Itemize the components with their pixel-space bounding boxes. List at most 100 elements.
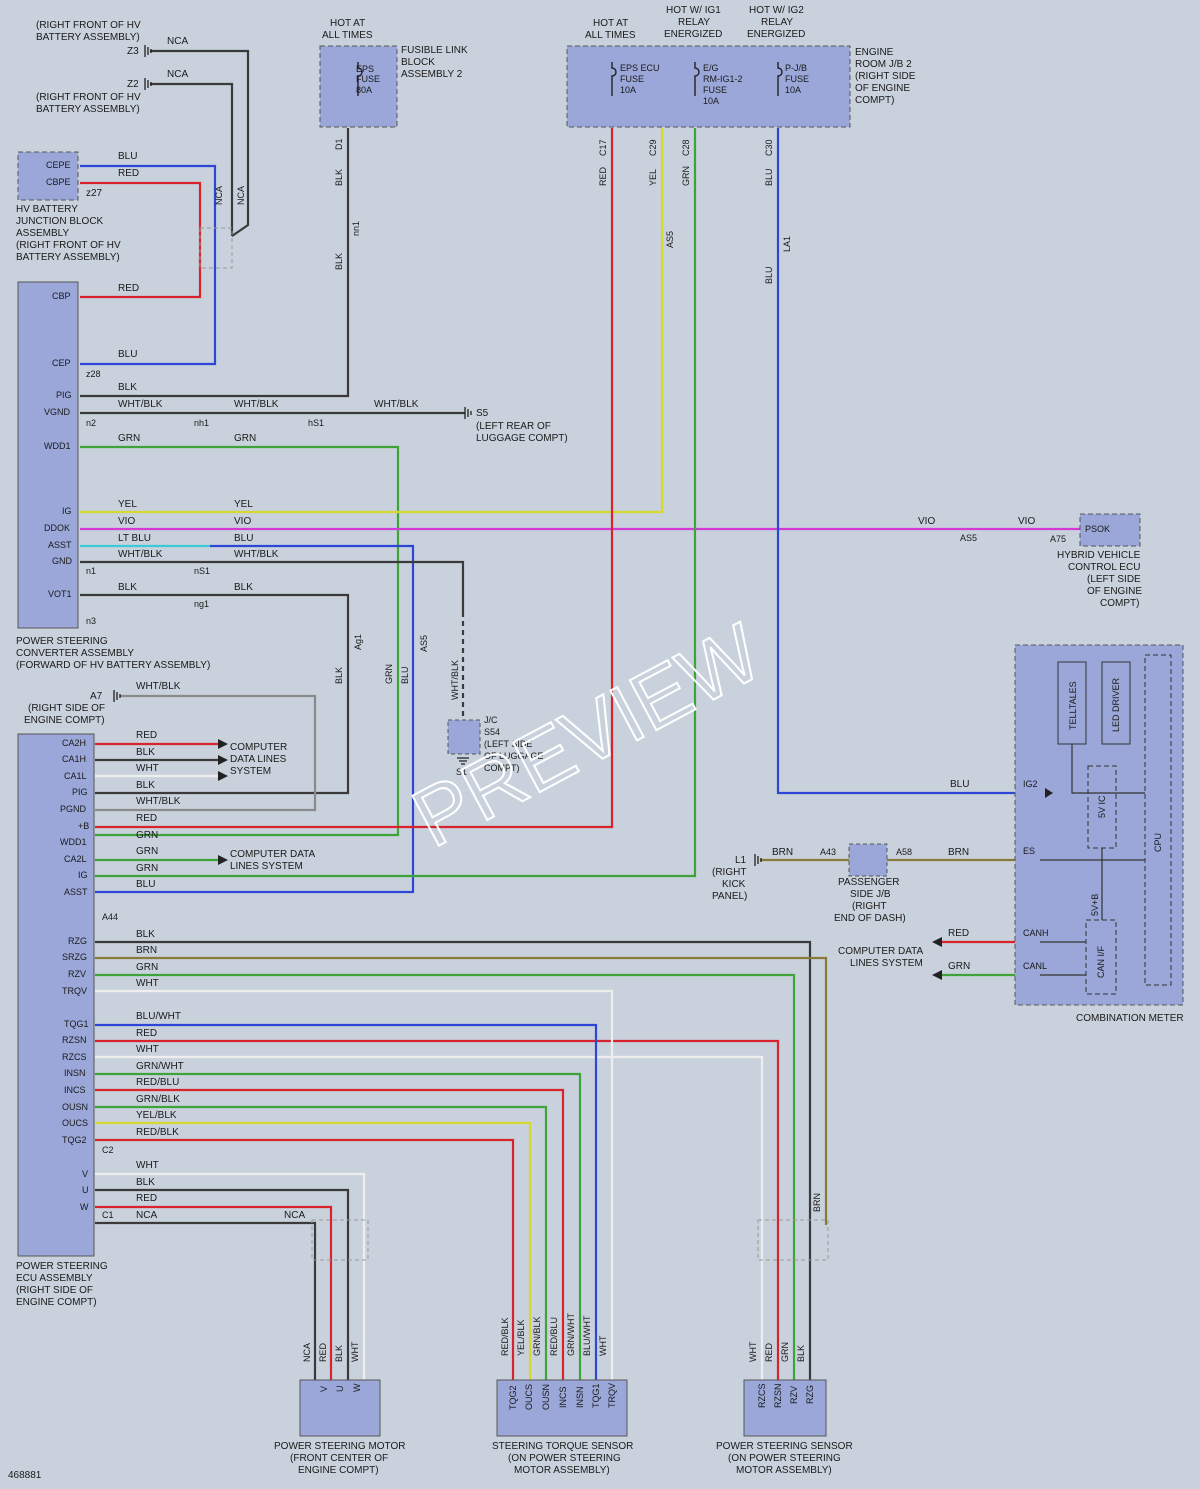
- pjb-2: SIDE J/B: [850, 889, 891, 900]
- fl-pin: D1: [334, 138, 344, 150]
- arrows: [218, 739, 1053, 980]
- conn-as5-a: AS5: [665, 231, 675, 248]
- jb-name-4: OF ENGINE: [855, 83, 910, 94]
- arrow-ca1l: [218, 771, 228, 781]
- meter-5vb: 5V+B: [1090, 894, 1100, 916]
- conn-la1: LA1: [782, 236, 792, 252]
- shield-group-2: [311, 1219, 369, 1261]
- jb-pin-c28: C28: [681, 139, 691, 156]
- wire-nca-z3: [150, 49, 250, 237]
- ts-name-1: STEERING TORQUE SENSOR: [492, 1441, 633, 1452]
- conn-as5-c: AS5: [419, 635, 429, 652]
- meter-canif: CAN I/F: [1096, 945, 1106, 978]
- fl-name-2: BLOCK: [401, 57, 435, 68]
- w-brn-1: BRN: [772, 847, 793, 858]
- w-blk-v1: BLK: [334, 169, 344, 186]
- ecu-ca1l: CA1L: [64, 771, 87, 781]
- ew-blk-3: BLK: [136, 929, 155, 940]
- jc-2: S54: [484, 727, 500, 737]
- ecu-u: U: [82, 1185, 89, 1195]
- jb-hot3-1: HOT W/ IG2: [749, 5, 804, 16]
- jb-hot2-1: HOT W/ IG1: [666, 5, 721, 16]
- w-blk-v3: BLK: [334, 667, 344, 684]
- cdl3-1: COMPUTER DATA: [838, 946, 924, 957]
- ecu-b: +B: [78, 821, 89, 831]
- can-if-block: [1085, 919, 1117, 995]
- jb-f1-1: EPS ECU: [620, 63, 660, 73]
- meter-canl: CANL: [1023, 961, 1047, 971]
- eps-ecu-fuse-symbol: [611, 62, 617, 96]
- w-whtblk-1: WHT/BLK: [118, 399, 163, 410]
- grounds: [113, 45, 762, 866]
- meter-canh: CANH: [1023, 928, 1049, 938]
- arrow-ca1h: [218, 755, 228, 765]
- wire-ig-yel: [80, 128, 664, 514]
- passenger-jb-box: [848, 843, 888, 877]
- hv-name-1: HV BATTERY: [16, 204, 78, 215]
- w-red-2: RED: [118, 283, 139, 294]
- ecu-name-1: POWER STEERING: [16, 1261, 108, 1272]
- wire-rzsn-red: [95, 1039, 780, 1380]
- hv-pin-cepe: CEPE: [46, 160, 71, 170]
- wire-cbp-red: [80, 181, 202, 299]
- jb-f2-4: 10A: [703, 96, 719, 106]
- wire-b-red: [95, 128, 614, 829]
- wire-pgnd-whtblk: [95, 694, 317, 812]
- ew-grn-2: GRN: [136, 846, 158, 857]
- wire-ousn-grnblk: [95, 1105, 548, 1380]
- bw-blk-2: BLK: [796, 1345, 806, 1362]
- jb-pin-c17: C17: [598, 139, 608, 156]
- meter-name: COMBINATION METER: [1076, 1013, 1184, 1024]
- z3-wire: NCA: [167, 36, 188, 47]
- w-blk-v2: BLK: [334, 253, 344, 270]
- wire-ig2-blu: [776, 128, 1040, 795]
- ew-grnwht: GRN/WHT: [136, 1061, 184, 1072]
- ts-incs: INCS: [558, 1386, 568, 1408]
- w-blk-3: BLK: [118, 582, 137, 593]
- cv-gnd: GND: [52, 556, 73, 566]
- wire-oucs-yelblk: [95, 1121, 532, 1380]
- jb-name-5: COMPT): [855, 95, 894, 106]
- w-yel-v1: YEL: [648, 169, 658, 186]
- ecu-tqg2: TQG2: [62, 1135, 87, 1145]
- hv-pin-cbpe: CBPE: [46, 177, 71, 187]
- w-vio-2: VIO: [234, 516, 251, 527]
- w-nca-v2: NCA: [236, 186, 246, 205]
- ew-grn-3: GRN: [136, 863, 158, 874]
- ecu-asst: ASST: [64, 887, 88, 897]
- cv-ddok: DDOK: [44, 523, 70, 533]
- w-vio-1: VIO: [118, 516, 135, 527]
- w-whtblk-v1: WHT/BLK: [450, 660, 460, 700]
- a7-loc-2: ENGINE COMPT): [24, 715, 105, 726]
- ew-nca-2: NCA: [284, 1210, 305, 1221]
- w-red-1: RED: [118, 168, 139, 179]
- wire-gnd-whtblk: [80, 560, 465, 612]
- bw-blk-1: BLK: [334, 1345, 344, 1362]
- l1-loc-3: PANEL): [712, 891, 747, 902]
- pjb-pin-a: A43: [820, 847, 836, 857]
- pjb-3: (RIGHT: [852, 901, 886, 912]
- z3-label: Z3: [127, 46, 139, 57]
- conn-ag1: Ag1: [353, 634, 363, 650]
- ecu-v: V: [82, 1169, 88, 1179]
- eg-fuse-symbol: [694, 62, 700, 96]
- a7-wire: WHT/BLK: [136, 681, 181, 692]
- ew-wht-3: WHT: [136, 1044, 159, 1055]
- jb-f3-1: P-J/B: [785, 63, 807, 73]
- z2-loc-1: (RIGHT FRONT OF HV: [36, 92, 141, 103]
- hv-ecu-name-1: HYBRID VEHICLE: [1057, 550, 1141, 561]
- motor-name-3: ENGINE COMPT): [298, 1465, 379, 1476]
- w-vio-4: VIO: [1018, 516, 1035, 527]
- ecu-srzg: SRZG: [62, 952, 87, 962]
- jb-hot2-3: ENERGIZED: [664, 29, 722, 40]
- ew-red-4: RED: [136, 1193, 157, 1204]
- w-nca-v1: NCA: [214, 186, 224, 205]
- conn-ns1: nS1: [194, 566, 210, 576]
- hv-name-3: ASSEMBLY: [16, 228, 69, 239]
- ew-brn-1: BRN: [136, 945, 157, 956]
- w-brn-2: BRN: [948, 847, 969, 858]
- arrow-ca2h: [218, 739, 228, 749]
- ecu-rzsn: RZSN: [62, 1035, 87, 1045]
- shield-group-1: [199, 227, 233, 269]
